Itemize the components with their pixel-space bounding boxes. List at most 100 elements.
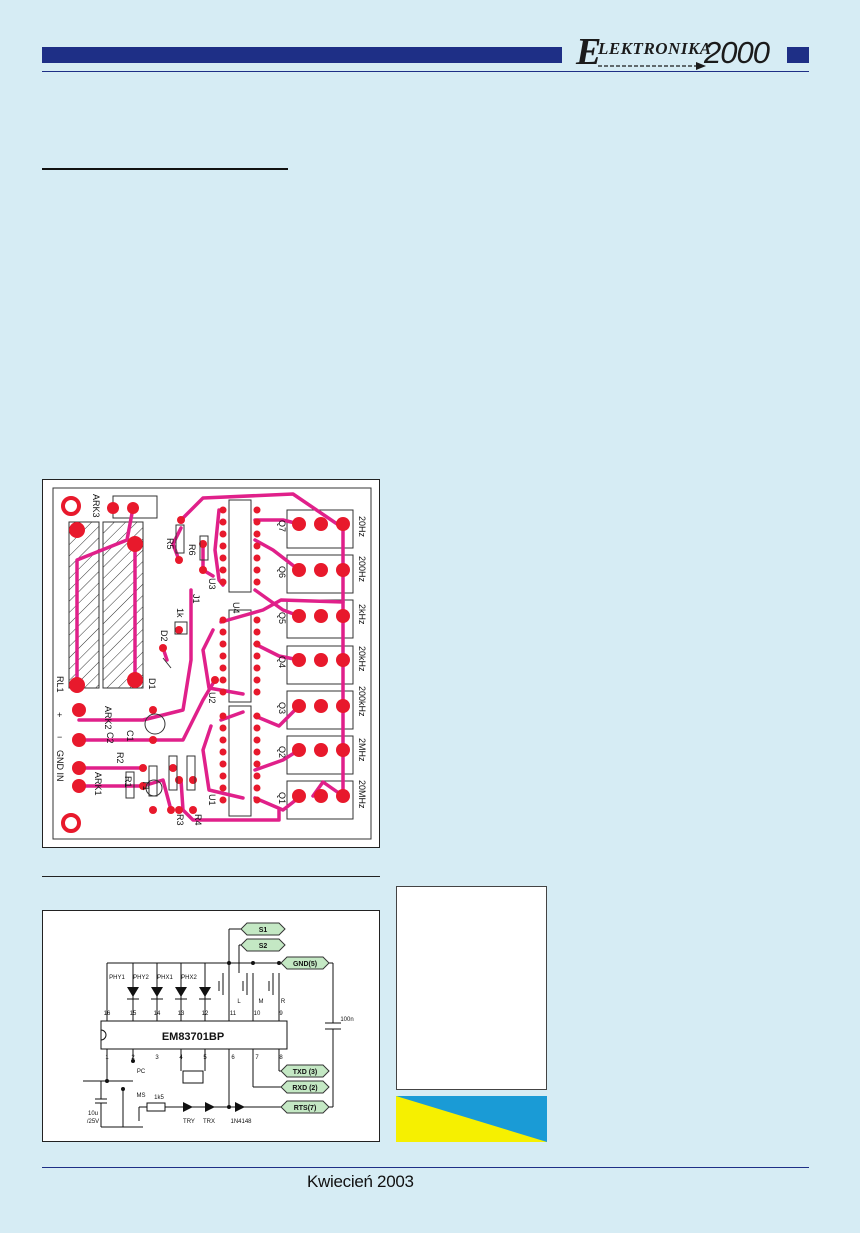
pin-number: 16 (104, 1011, 111, 1017)
ms-label: MS (137, 1093, 146, 1099)
tag-rxd: RXD (2) (292, 1085, 317, 1092)
label-u3: U3 (207, 578, 217, 590)
label-r5: R5 (165, 538, 175, 550)
label-j1: J1 (191, 594, 201, 604)
pc-label: PC (137, 1069, 146, 1075)
label-rl1: RL1 (55, 676, 65, 693)
freq-label: 20kHz (357, 646, 367, 672)
elcap-voltage: /25V (87, 1119, 99, 1125)
led-label: PHY2 (133, 975, 149, 981)
diode-label: 1N4148 (230, 1119, 252, 1125)
label-q6: Q6 (277, 566, 287, 578)
footer-rule (42, 1167, 809, 1168)
chip-label: EM83701BP (162, 1031, 224, 1043)
pcb-drawing: ARK3 RL1 ARK2 + − C2 C1 GND IN ARK1 R1 R… (52, 487, 372, 840)
label-r1: R1 (123, 776, 133, 788)
decorative-tile (396, 1096, 547, 1142)
label-d2: D2 (159, 630, 169, 642)
label-q2: Q2 (277, 746, 287, 758)
pin-number: 12 (202, 1011, 209, 1017)
label-u2: U2 (207, 692, 217, 704)
freq-label: 2kHz (357, 604, 367, 625)
tag-s1: S1 (259, 927, 268, 934)
freq-label: 200Hz (357, 556, 367, 583)
label-r2: R2 (115, 752, 125, 764)
label-1k: 1k (175, 608, 185, 618)
header-bar (42, 47, 562, 63)
freq-label: 200kHz (357, 686, 367, 717)
section-heading-rule (42, 168, 288, 170)
label-d1: D1 (147, 678, 157, 690)
switch-label: R (281, 999, 286, 1005)
label-q4: Q4 (277, 656, 287, 668)
logo-year: 2000 (704, 35, 770, 70)
label-q5: Q5 (277, 612, 287, 624)
header-rule (42, 71, 809, 72)
pin-number: 9 (279, 1011, 283, 1017)
label-r6: R6 (187, 544, 197, 556)
switch-label: M (259, 999, 264, 1005)
logo-word: LEKTRONIKA (598, 39, 712, 58)
footer-date: Kwiecień 2003 (307, 1172, 414, 1191)
connector-tags (240, 922, 330, 1114)
switch-label: L (237, 999, 241, 1005)
resistor-label: 1k5 (154, 1095, 164, 1101)
led-label: TRX (203, 1119, 215, 1125)
pin-number: 14 (154, 1011, 161, 1017)
pcb-traces (75, 492, 345, 822)
pin-number: 1 (105, 1055, 109, 1061)
label-t1: T1 (141, 780, 151, 791)
pin-number: 6 (231, 1055, 235, 1061)
pcb-layout-figure: ARK3 RL1 ARK2 + − C2 C1 GND IN ARK1 R1 R… (42, 479, 380, 848)
side-panel (396, 886, 547, 1090)
tag-s2: S2 (259, 943, 268, 950)
pin-number: 8 (279, 1055, 283, 1061)
label-r4: R4 (193, 814, 203, 826)
logo-arrow-icon (598, 62, 706, 70)
led-label: PHX1 (157, 975, 173, 981)
label-u4: U4 (231, 602, 241, 614)
label-q3: Q3 (277, 702, 287, 714)
mounting-hole-icon (61, 496, 81, 833)
label-ark3: ARK3 (91, 494, 101, 518)
label-c2: C2 (105, 732, 115, 744)
tag-txd: TXD (3) (293, 1069, 318, 1076)
schematic-figure: S1 S2 GND(5) TXD (3) RXD (2) RTS(7) EM83… (42, 910, 380, 1142)
freq-label: 2MHz (357, 738, 367, 762)
pin-number: 11 (230, 1011, 237, 1017)
pin-number: 15 (130, 1011, 137, 1017)
label-r3: R3 (175, 814, 185, 826)
led-label: PHX2 (181, 975, 197, 981)
figure-divider (42, 876, 380, 877)
cap-label: 100n (340, 1017, 353, 1023)
label-ark2: ARK2 (103, 706, 113, 730)
label-u1: U1 (207, 794, 217, 806)
label-minus: − (57, 732, 62, 742)
pin-number: 4 (179, 1055, 183, 1061)
schematic-drawing: S1 S2 GND(5) TXD (3) RXD (2) RTS(7) EM83… (83, 922, 354, 1128)
pin-number: 7 (255, 1055, 259, 1061)
pin-number: 13 (178, 1011, 185, 1017)
pin-number: 2 (131, 1055, 135, 1061)
label-c1: C1 (125, 730, 135, 742)
magazine-logo: E LEKTRONIKA 2000 (576, 31, 781, 74)
label-q7: Q7 (277, 520, 287, 532)
logo-initial: E (576, 31, 602, 73)
chip-pins (219, 506, 261, 804)
led-label: PHY1 (109, 975, 125, 981)
pin-number: 3 (155, 1055, 159, 1061)
freq-label: 20Hz (357, 516, 367, 538)
freq-label: 20MHz (357, 780, 367, 809)
label-gnd-in: GND IN (55, 750, 65, 782)
label-q1: Q1 (277, 792, 287, 804)
header-bar-end (787, 47, 809, 63)
label-ark1: ARK1 (93, 772, 103, 796)
tag-gnd: GND(5) (293, 961, 317, 968)
tag-rts: RTS(7) (294, 1105, 317, 1112)
label-plus: + (57, 710, 62, 720)
output-connector-pads (292, 517, 350, 803)
led-label: TRY (183, 1119, 195, 1125)
elcap-label: 10u (88, 1111, 98, 1117)
pin-number: 5 (203, 1055, 207, 1061)
pcb-pads (69, 502, 219, 814)
